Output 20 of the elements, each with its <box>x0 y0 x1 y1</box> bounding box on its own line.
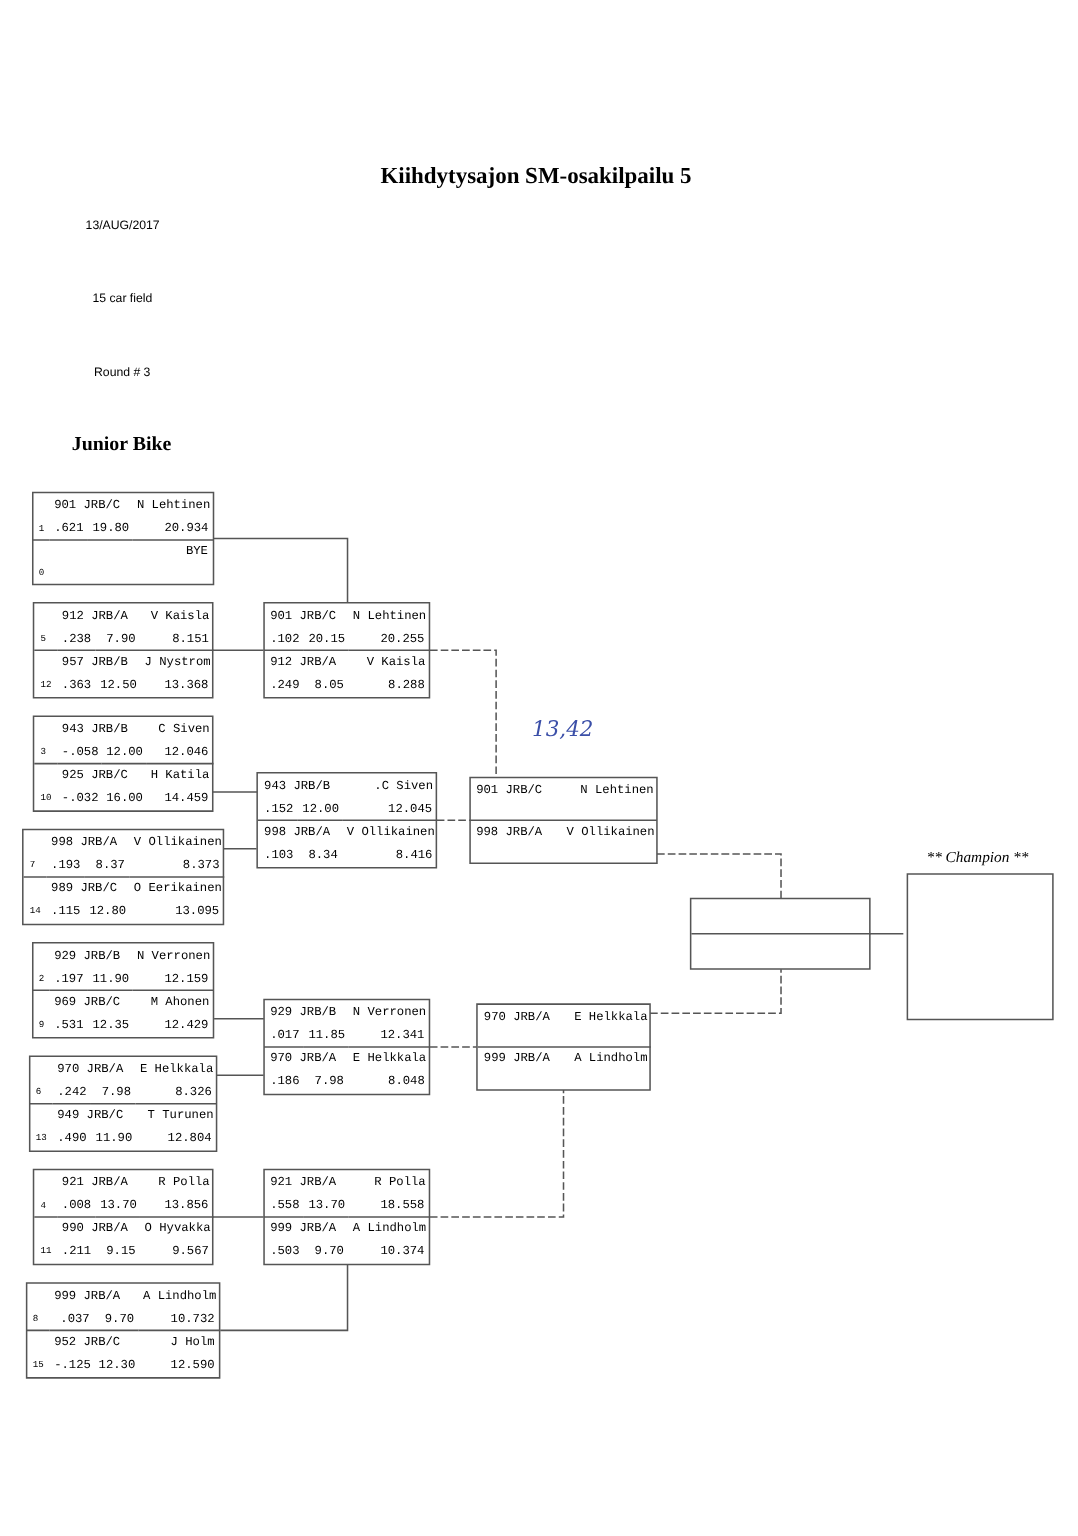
node-label: ** Champion ** <box>926 846 1029 865</box>
connector <box>428 648 497 778</box>
diagram-title: Kiihdytysajon SM-osakilpailu 5 <box>380 164 692 189</box>
connector <box>215 1073 265 1076</box>
connector <box>213 1016 265 1019</box>
label: Junior Bike <box>71 433 172 456</box>
node-box <box>906 872 1054 1020</box>
connector <box>869 931 905 934</box>
connector <box>656 852 782 898</box>
connector <box>429 1045 478 1047</box>
connector <box>212 1215 265 1217</box>
connector <box>649 967 782 1014</box>
connector <box>212 648 265 651</box>
connector <box>429 1088 565 1217</box>
connector <box>219 1263 349 1331</box>
connector <box>213 536 349 602</box>
connector <box>436 818 471 821</box>
connector <box>223 846 258 849</box>
label: 13,42 <box>532 714 594 741</box>
connector <box>212 790 258 792</box>
